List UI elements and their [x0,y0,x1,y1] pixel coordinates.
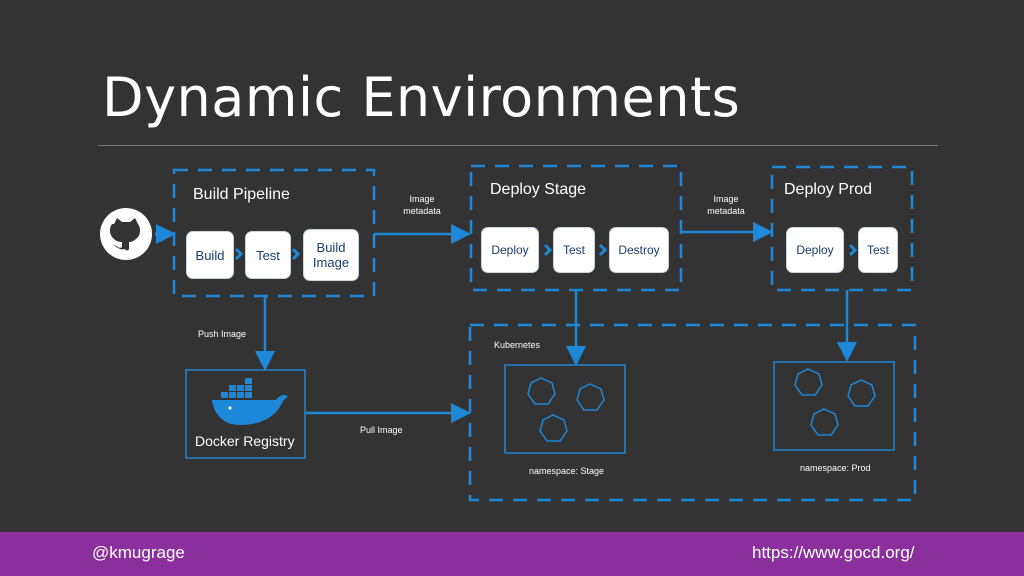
stage-destroy-step: Destroy [610,228,668,272]
test-step: Test [246,232,290,278]
image-metadata-label-2: Image metadata [707,194,745,216]
pod-icon [810,408,839,436]
footer-bar [0,532,1024,576]
deploy-stage-label: Deploy Stage [490,181,587,198]
github-icon [100,208,152,260]
stage-test-step: Test [554,228,594,272]
build-pipeline-label: Build Pipeline [193,186,290,203]
prod-deploy-step: Deploy [787,228,843,272]
image-metadata-label-1: Image metadata [403,194,441,216]
chevron-icon [543,243,553,257]
namespace-stage-label: namespace: Stage [529,466,605,476]
title-divider [98,145,938,146]
page-title: Dynamic Environments [102,66,741,129]
stage-deploy-step: Deploy [482,228,538,272]
kubernetes-label: Kubernetes [494,340,541,350]
namespace-prod-label: namespace: Prod [800,463,871,473]
chevron-icon [234,247,244,261]
namespace-prod-box [773,361,895,451]
docker-whale-icon [212,378,288,425]
pull-image-label: Pull Image [360,425,403,435]
deploy-prod-label: Deploy Prod [784,181,873,198]
pod-icon [794,368,823,396]
footer-handle: @kmugrage [92,543,185,562]
chevron-icon [848,243,858,257]
footer-url[interactable]: https://www.gocd.org/ [752,543,915,562]
chevron-icon [291,247,301,261]
build-step: Build [187,232,233,278]
chevron-icon [598,243,608,257]
docker-registry-label: Docker Registry [195,433,295,449]
pod-icon [847,379,876,407]
build-image-step: Build Image [304,230,358,280]
push-image-label: Push Image [198,329,247,339]
namespace-stage-box [504,364,626,454]
pod-icon [576,383,605,411]
pod-icon [527,377,556,405]
pod-icon [539,414,568,442]
prod-test-step: Test [859,228,897,272]
